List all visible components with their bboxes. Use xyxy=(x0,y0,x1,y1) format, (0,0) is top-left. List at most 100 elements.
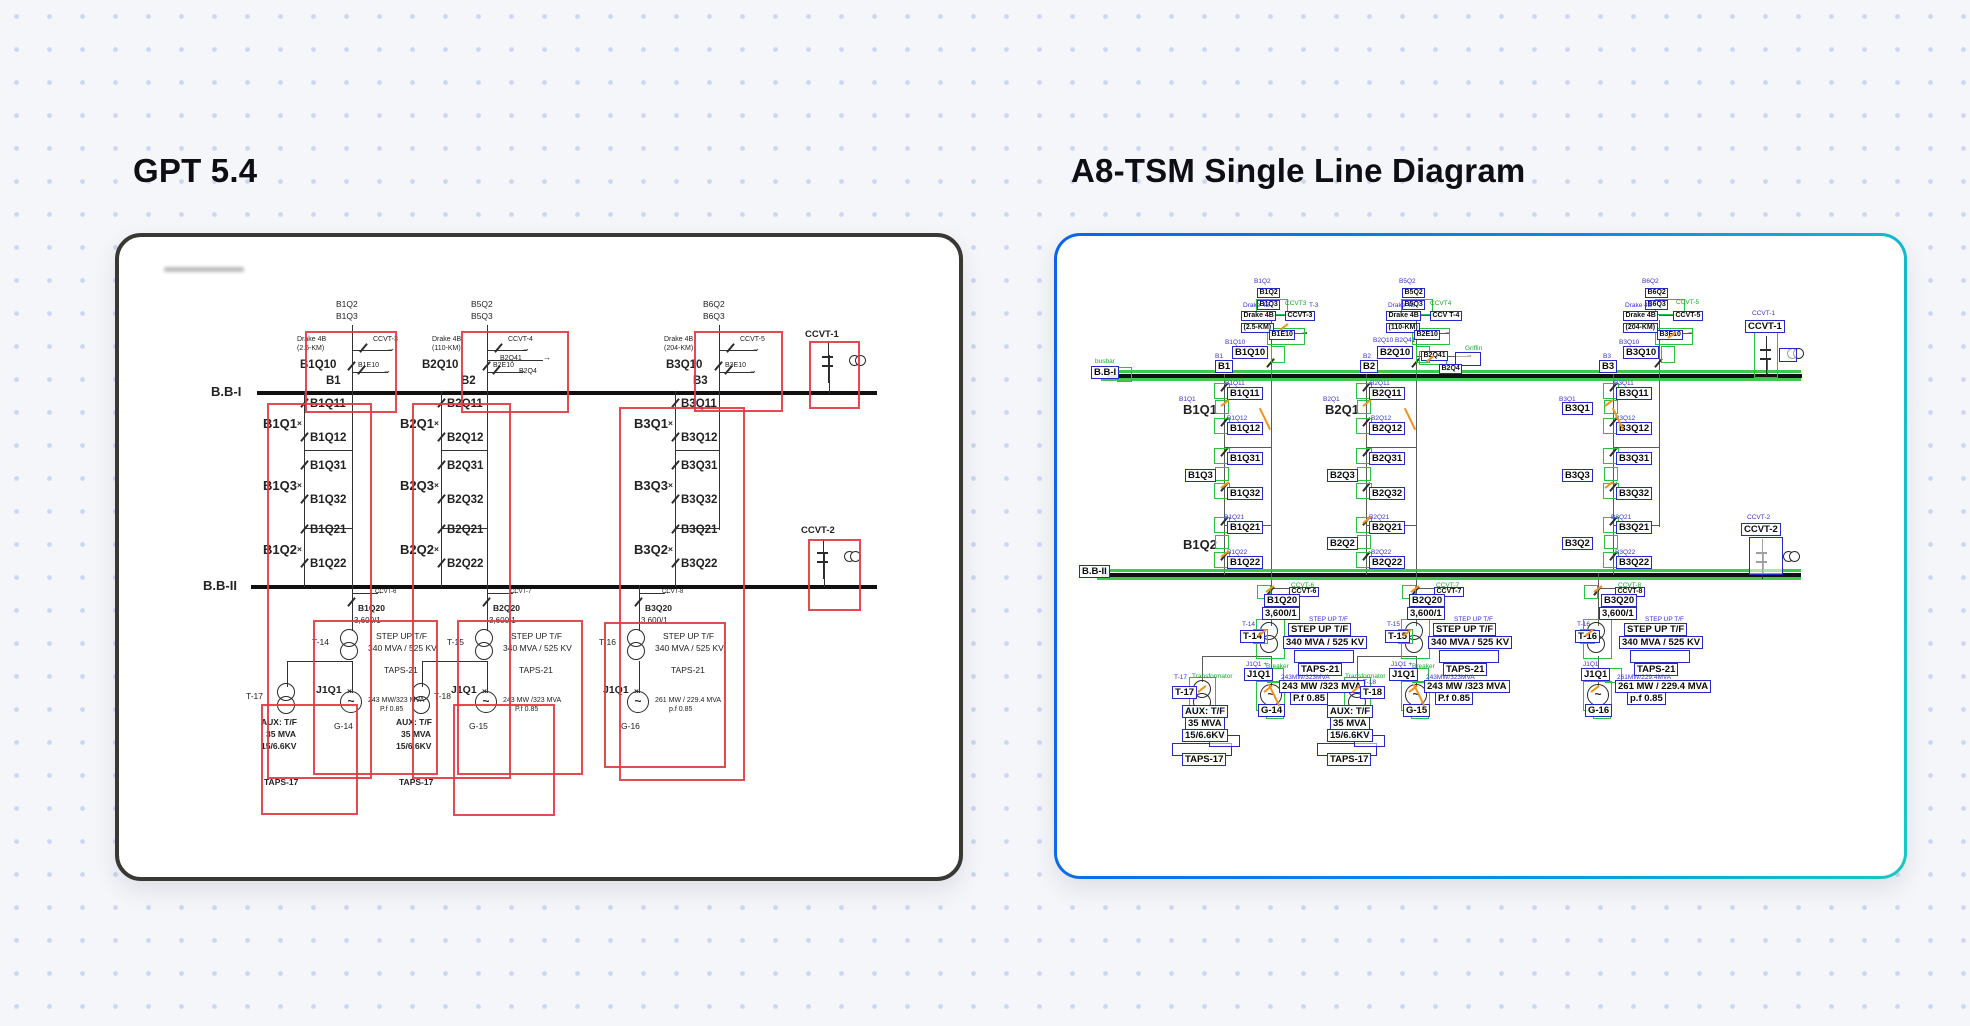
blue-label-box: B1Q3 xyxy=(1257,300,1281,311)
diagram-label: 35 MVA xyxy=(401,729,432,739)
diagram-label: B2Q3 xyxy=(400,478,434,493)
blue-empty-box xyxy=(1749,537,1783,575)
diagram-label: (2.5-KM) xyxy=(297,345,325,352)
wire xyxy=(1357,656,1359,682)
diagram-label: B5Q3 xyxy=(471,311,493,321)
diagram-label: Drake 4B xyxy=(664,336,694,343)
diagram-label: → xyxy=(1301,327,1309,336)
wire xyxy=(639,661,641,693)
diagram-label: B1Q1 xyxy=(1183,402,1217,417)
ocr-text: B2Q10 B2Q41 xyxy=(1373,337,1416,344)
ocr-text: B2Q1 xyxy=(1323,396,1340,403)
wire xyxy=(675,391,677,587)
ocr-text: J1Q1 + xyxy=(1246,661,1268,668)
blue-label-box: B1Q10 xyxy=(1232,346,1269,360)
ocr-text: B3Q12 xyxy=(1615,415,1636,422)
blue-label-box: CCVT-1 xyxy=(1745,320,1785,334)
wire xyxy=(1416,588,1440,590)
diagram-label: → xyxy=(518,366,526,375)
green-detection-box xyxy=(1412,328,1450,345)
wire xyxy=(1202,656,1204,682)
diagram-label: B1Q10 xyxy=(300,359,337,371)
blue-label-box: 3,600/1 xyxy=(1262,607,1300,621)
blue-label-box: P.f 0.85 xyxy=(1290,692,1329,706)
diagram-label: B3Q22 xyxy=(681,558,718,570)
diagram-label: × xyxy=(668,480,673,490)
diagram-label: × xyxy=(434,480,439,490)
blue-label-box: B1Q21 xyxy=(1227,521,1264,535)
wire xyxy=(487,593,513,595)
diagram-label: 243 MW/323 MVA xyxy=(368,697,425,704)
diagram-label: J1Q1 xyxy=(316,684,342,696)
wire xyxy=(487,372,523,374)
ocr-text: B1Q11 xyxy=(1225,380,1245,387)
diagram-label: G-14 xyxy=(334,721,353,731)
wire xyxy=(1271,588,1295,590)
diagram-label: B2E10 xyxy=(493,362,515,369)
diagram-label: G-16 xyxy=(621,721,640,731)
wire xyxy=(352,593,378,595)
blue-label-box: B3Q22 xyxy=(1616,556,1653,570)
wire xyxy=(719,325,721,393)
ocr-text: Drake 4B xyxy=(1243,302,1271,309)
blue-label-box: B1Q3 xyxy=(1185,469,1216,483)
right-panel-title: A8-TSM Single Line Diagram xyxy=(1071,152,1526,189)
ocr-text: B2Q12 xyxy=(1371,415,1392,422)
blue-label-box: B1Q22 xyxy=(1227,556,1264,570)
ocr-text: B2 xyxy=(1363,353,1371,360)
diagram-label: STEP UP T/F xyxy=(663,631,715,641)
ocr-text: B2Q11 xyxy=(1370,380,1390,387)
green-detection-box xyxy=(1357,535,1371,549)
blue-empty-box xyxy=(1294,650,1354,663)
class-label: CCVT-5 xyxy=(1676,299,1700,306)
diagram-label: (110-KM) xyxy=(432,345,461,352)
wire xyxy=(675,450,719,452)
diagram-label: TAPS-21 xyxy=(384,665,418,675)
green-detection-box xyxy=(1215,535,1229,549)
diagram-label: B3Q10 xyxy=(666,359,703,371)
blue-label-box: B2Q3 xyxy=(1327,469,1358,483)
diagram-label: CCVT-6 xyxy=(375,589,397,595)
diagram-label: B2Q12 xyxy=(447,432,484,444)
blue-label-box: B6Q2 xyxy=(1645,288,1669,299)
diagram-label: 340 MVA / 525 KV xyxy=(503,643,572,653)
blue-label-box: G-15 xyxy=(1403,704,1431,718)
wire xyxy=(422,661,487,663)
blue-label-box: B2Q32 xyxy=(1369,487,1406,501)
ocr-text: 243MW/323MVA xyxy=(1426,674,1475,681)
blue-label-box: T-17 xyxy=(1172,686,1198,700)
blue-label-box: TAPS-17 xyxy=(1327,753,1372,767)
wire xyxy=(352,372,388,374)
diagram-label: → xyxy=(1444,327,1452,336)
blue-label-box: CCVT-5 xyxy=(1673,311,1703,322)
diagram-label: B2Q2 xyxy=(400,542,434,557)
diagram-label: B.B-I xyxy=(211,384,242,399)
blue-label-box: 3,600/1 xyxy=(1407,607,1445,621)
diagram-label: × xyxy=(347,686,352,696)
wire xyxy=(441,450,487,452)
green-detection-box xyxy=(1215,467,1229,481)
diagram-label: B1E10 xyxy=(358,362,380,369)
blue-empty-box xyxy=(1439,650,1499,663)
diagram-label: CCVT-3 xyxy=(373,336,398,343)
diagram-label: B2Q22 xyxy=(447,558,484,570)
red-annotation-box xyxy=(604,622,726,768)
blue-label-box: (204-KM) xyxy=(1623,323,1658,334)
blue-label-box: B5Q3 xyxy=(1402,300,1426,311)
blue-label-box: B2Q10 xyxy=(1377,346,1414,360)
busbar-line xyxy=(1107,374,1802,378)
ocr-text: B1Q21 xyxy=(1224,514,1245,521)
blue-label-box: CCVT-7 xyxy=(1434,587,1464,598)
diagram-label: × xyxy=(668,544,673,554)
red-annotation-box xyxy=(457,620,583,775)
wire xyxy=(352,661,354,693)
wire xyxy=(487,350,527,352)
ocr-text: 261MW/229.4MVA xyxy=(1617,674,1672,681)
blue-label-box: B2E10 xyxy=(1414,330,1441,341)
ocr-text: B1Q1 xyxy=(1179,396,1196,403)
ocr-text: B5Q2 xyxy=(1399,278,1416,285)
blue-label-box: B2 xyxy=(1360,360,1379,374)
green-detection-box xyxy=(1117,367,1132,382)
blue-label-box: Drake 4B xyxy=(1623,311,1659,322)
wire xyxy=(1767,358,1769,374)
